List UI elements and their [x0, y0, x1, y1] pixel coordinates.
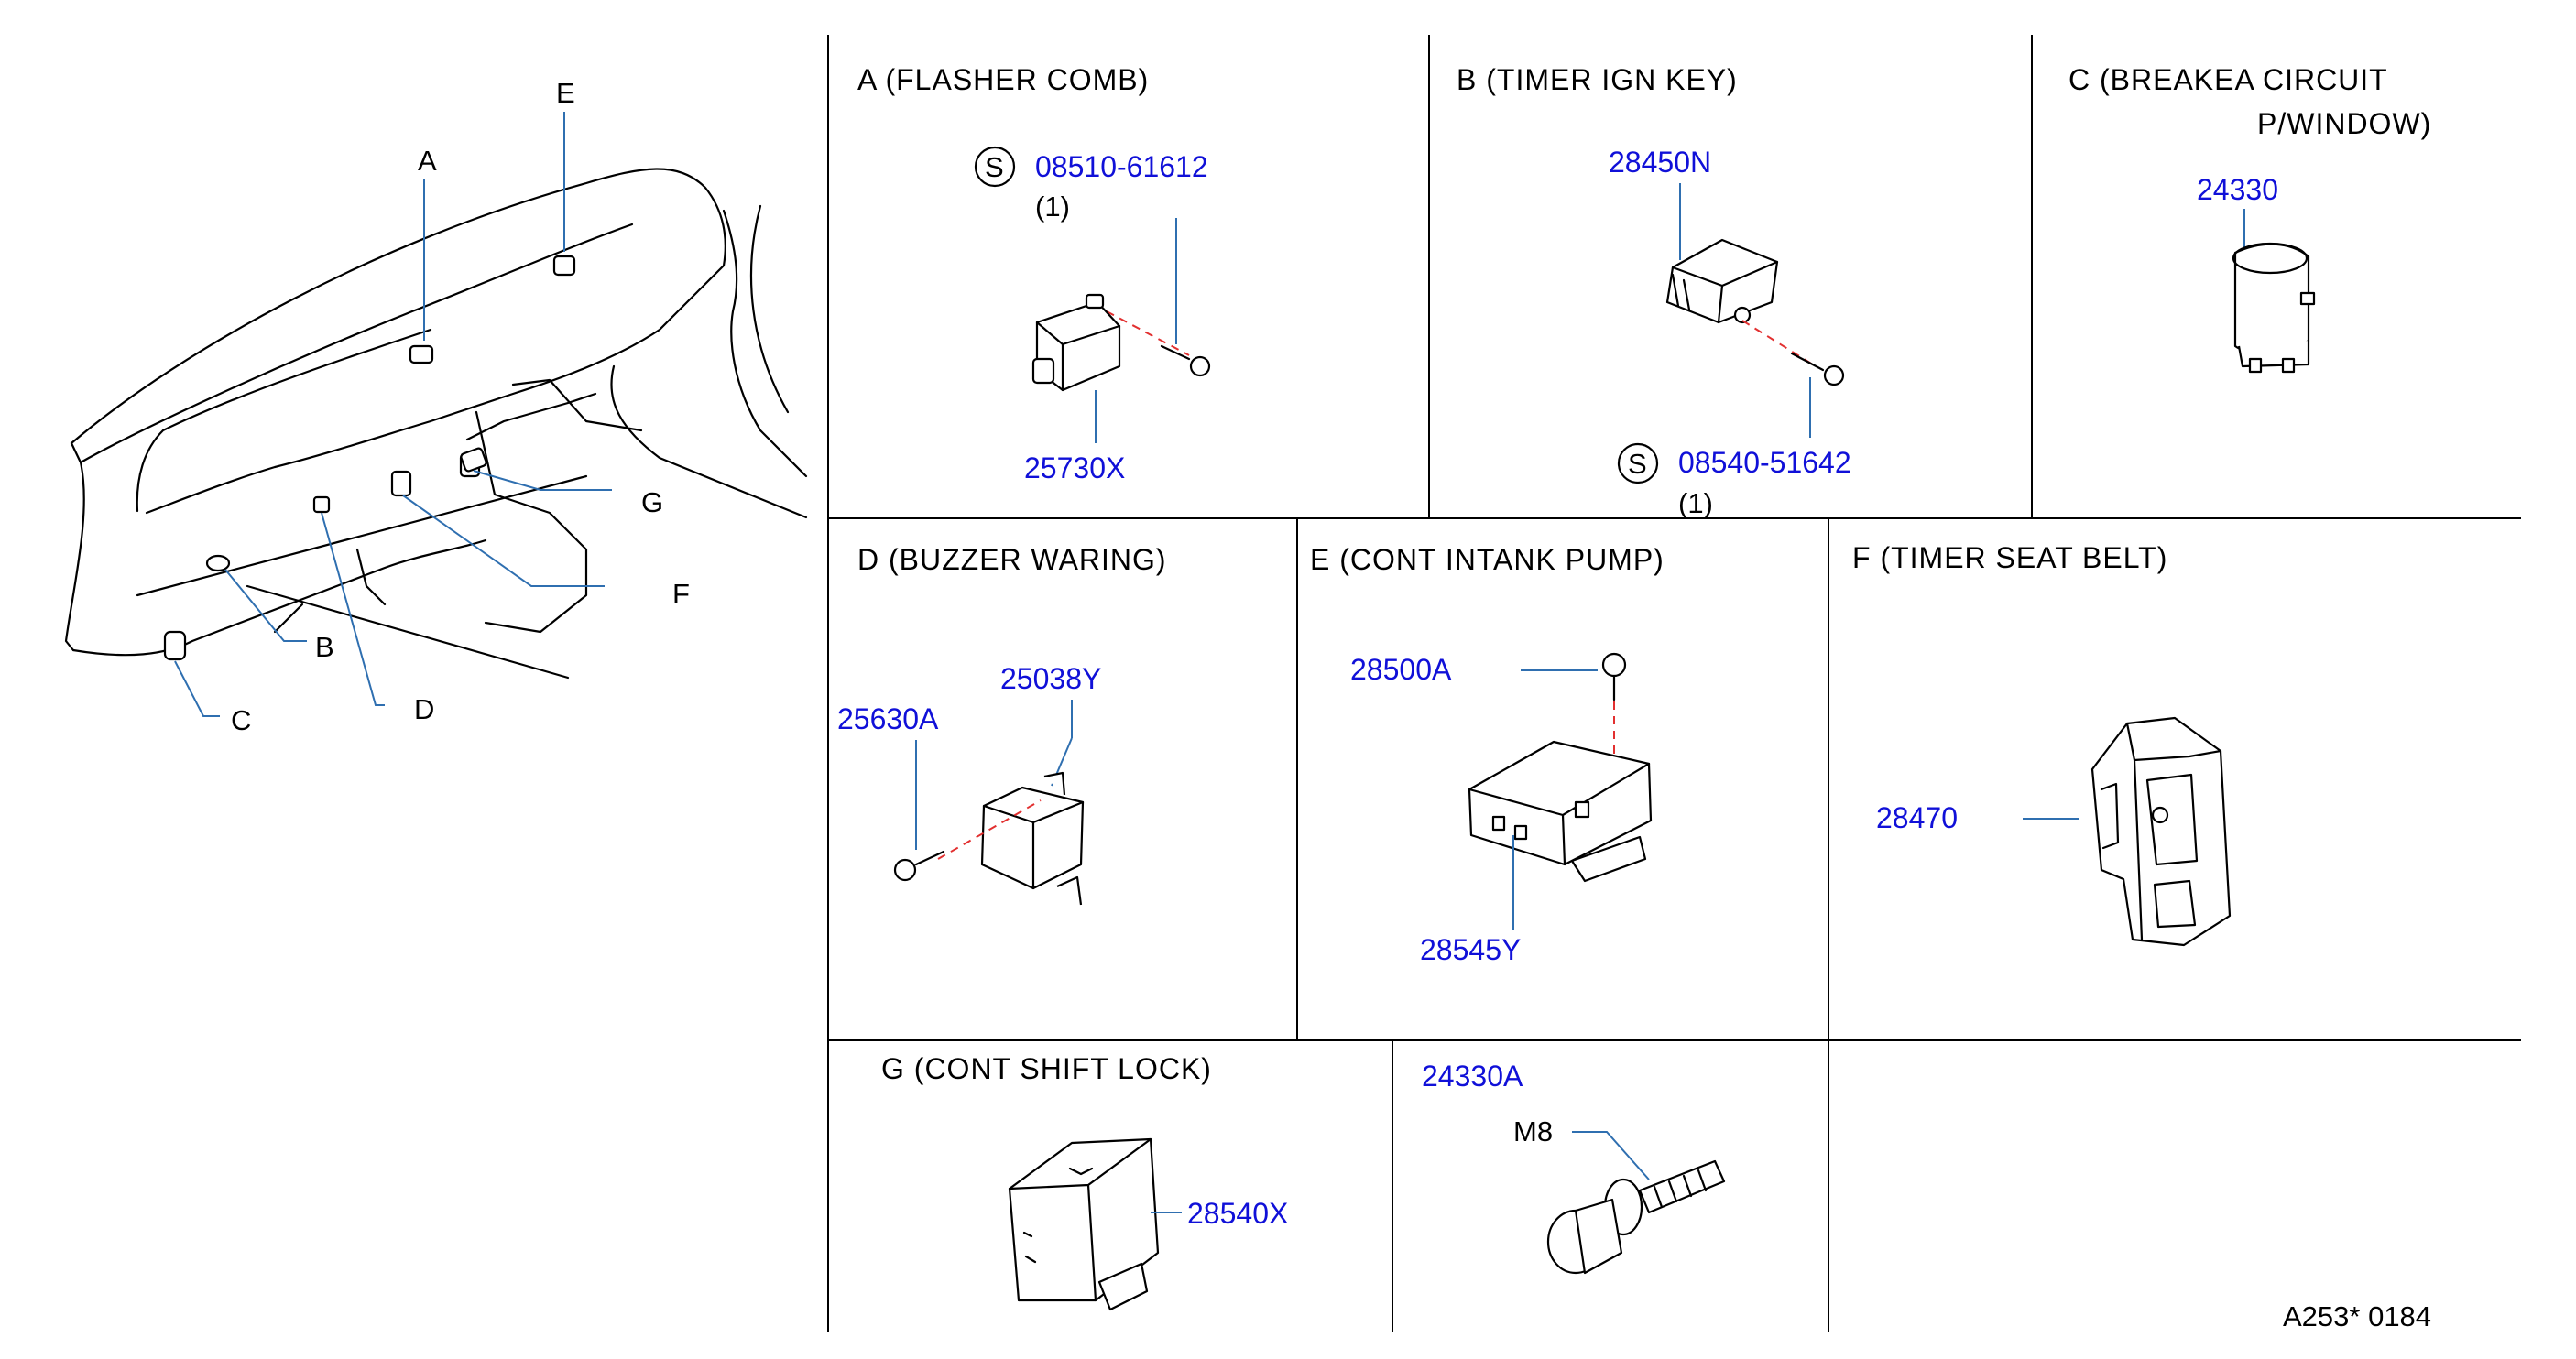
dashboard-overview: A E G F B D C — [64, 77, 808, 736]
part-number-28540x[interactable]: 28540X — [1187, 1197, 1288, 1230]
panel-f-title: F (TIMER SEAT BELT) — [1852, 541, 2167, 574]
overview-label-c: C — [231, 704, 251, 736]
part-number-24330[interactable]: 24330 — [2197, 173, 2278, 206]
panel-a-title: A (FLASHER COMB) — [857, 63, 1149, 96]
panel-a: A (FLASHER COMB) S 08510-61612 (1) 25730… — [857, 63, 1211, 484]
bolt-m8-icon — [1546, 1159, 1726, 1275]
panel-e: E (CONT INTANK PUMP) 28500A 28545Y — [1310, 543, 1665, 966]
marker-c — [163, 630, 187, 661]
panel-a-screw-qty: (1) — [1035, 190, 1070, 223]
flasher-unit-icon — [1031, 293, 1121, 392]
screw-symbol-b-icon — [1617, 442, 1659, 484]
panel-h: 24330A M8 — [1422, 1060, 1726, 1275]
panel-d-title: D (BUZZER WARING) — [857, 543, 1167, 576]
panel-b-screw-qty: (1) — [1678, 487, 1713, 519]
part-number-25730x[interactable]: 25730X — [1024, 451, 1125, 484]
marker-g — [460, 447, 487, 473]
part-number-28500a[interactable]: 28500A — [1350, 653, 1452, 686]
part-number-24330a[interactable]: 24330A — [1422, 1060, 1523, 1093]
panel-grid — [827, 35, 2521, 1332]
overview-label-g: G — [641, 486, 663, 518]
screw-b-icon — [1790, 352, 1845, 386]
panel-d: D (BUZZER WARING) 25038Y 25630A — [837, 543, 1167, 906]
circuit-breaker-icon — [2232, 242, 2316, 374]
panel-c-title-line2: P/WINDOW) — [2257, 107, 2431, 140]
panel-b-screw-symbol: S — [1628, 448, 1647, 480]
panel-c: C (BREAKEA CIRCUIT P/WINDOW) 24330 — [2068, 63, 2431, 374]
part-number-25630a[interactable]: 25630A — [837, 702, 939, 735]
panel-e-title: E (CONT INTANK PUMP) — [1310, 543, 1665, 576]
part-number-08540-51642[interactable]: 08540-51642 — [1678, 446, 1851, 479]
part-number-28545y[interactable]: 28545Y — [1420, 933, 1521, 966]
part-number-08510-61612[interactable]: 08510-61612 — [1035, 150, 1208, 183]
marker-e — [552, 255, 576, 277]
part-number-25038y[interactable]: 25038Y — [1000, 662, 1101, 695]
thread-label-m8: M8 — [1513, 1115, 1553, 1147]
panel-f: F (TIMER SEAT BELT) 28470 — [1852, 541, 2232, 947]
marker-f-box — [390, 470, 412, 497]
marker-a — [409, 344, 434, 364]
buzzer-icon — [980, 771, 1085, 906]
ign-key-timer-icon — [1665, 238, 1779, 324]
seat-belt-timer-icon — [2090, 716, 2232, 947]
part-number-28450n[interactable]: 28450N — [1609, 146, 1711, 179]
panel-a-screw-symbol: S — [985, 151, 1004, 183]
overview-label-d: D — [414, 693, 434, 725]
overview-label-b: B — [315, 631, 334, 663]
overview-label-f: F — [672, 578, 690, 610]
panel-b: B (TIMER IGN KEY) 28450N S 08540-51642 (… — [1457, 63, 1851, 519]
bolt-e-icon — [1601, 652, 1627, 701]
panel-b-title: B (TIMER IGN KEY) — [1457, 63, 1738, 96]
panel-g: G (CONT SHIFT LOCK) 28540X — [881, 1052, 1288, 1311]
marker-b — [205, 554, 231, 572]
screw-a-icon — [1160, 344, 1211, 377]
shift-lock-controller-icon — [1008, 1137, 1160, 1311]
panel-g-title: G (CONT SHIFT LOCK) — [881, 1052, 1212, 1085]
marker-d — [312, 495, 331, 514]
intank-pump-controller-icon — [1468, 740, 1653, 883]
diagram-code: A253* 0184 — [2283, 1300, 2431, 1332]
panel-c-title-line1: C (BREAKEA CIRCUIT — [2068, 63, 2388, 96]
screw-symbol-icon — [974, 146, 1016, 188]
overview-label-e: E — [556, 77, 575, 109]
overview-label-a: A — [418, 145, 437, 177]
screw-d-icon — [893, 850, 945, 882]
part-number-28470[interactable]: 28470 — [1876, 801, 1958, 834]
